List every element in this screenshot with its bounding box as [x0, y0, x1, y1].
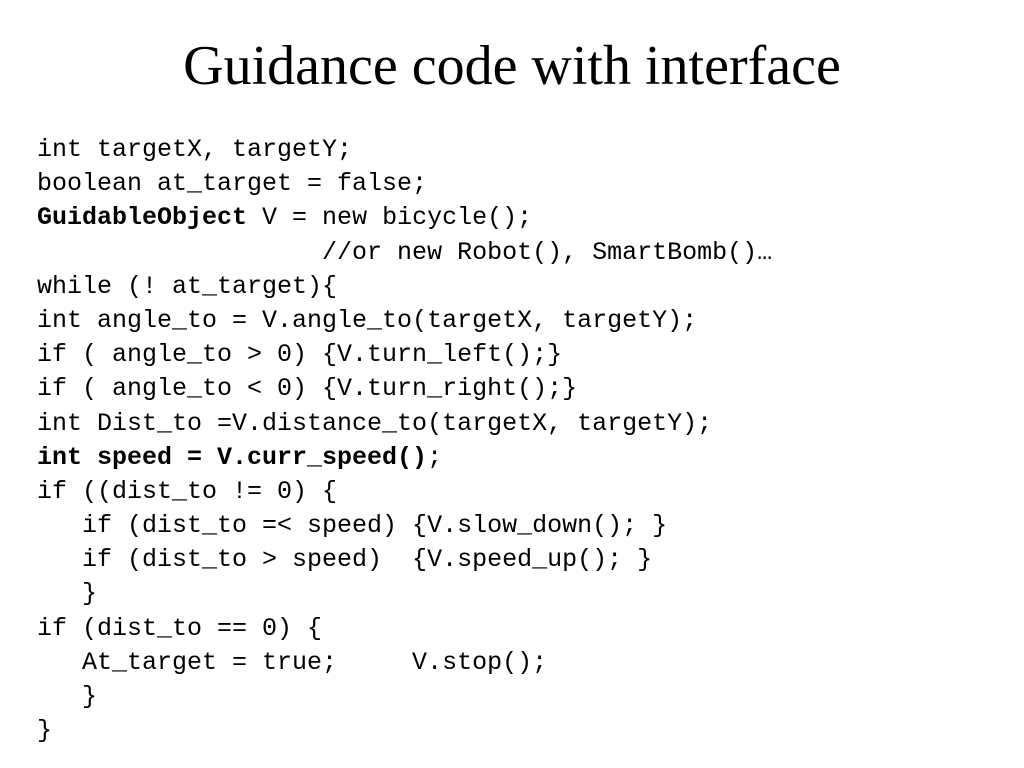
code-line: while (! at_target){	[37, 270, 1007, 304]
code-segment: int targetX, targetY;	[37, 135, 353, 164]
code-block: int targetX, targetY; boolean at_target =…	[37, 133, 1007, 748]
code-line: At_target = true; V.stop();	[37, 646, 1007, 680]
code-segment: }	[37, 716, 53, 746]
code-line: int Dist_to =V.distance_to(targetX, targ…	[37, 407, 1007, 441]
code-segment: int angle_to = V.angle_to(targetX, targe…	[37, 305, 698, 335]
code-line: if (dist_to == 0) {	[37, 612, 1007, 646]
code-line: }	[37, 680, 1007, 714]
code-segment: if (dist_to == 0) {	[37, 613, 323, 643]
code-line: boolean at_target = false;	[37, 167, 1007, 201]
code-segment: if ((dist_to != 0) {	[37, 476, 338, 506]
code-segment-bold: GuidableObject	[37, 203, 248, 233]
slide-title: Guidance code with interface	[183, 35, 841, 97]
code-segment: if (dist_to > speed) {V.speed_up(); }	[37, 545, 653, 575]
code-segment-bold: int speed = V.curr_speed()	[37, 442, 428, 472]
code-segment: }	[37, 682, 98, 711]
code-segment: int Dist_to =V.distance_to(targetX, targ…	[37, 408, 713, 438]
code-segment: V = new bicycle();	[247, 203, 533, 233]
code-segment: while (! at_target){	[37, 271, 338, 301]
code-line: if ( angle_to < 0) {V.turn_right();}	[37, 372, 1007, 406]
code-line: if (dist_to =< speed) {V.slow_down(); }	[37, 509, 1007, 543]
code-segment: if (dist_to =< speed) {V.slow_down(); }	[37, 511, 668, 541]
code-line: //or new Robot(), SmartBomb()…	[37, 236, 1007, 270]
code-line: int targetX, targetY;	[37, 133, 1007, 167]
code-segment: //or new Robot(), SmartBomb()…	[37, 237, 773, 267]
code-line: if ((dist_to != 0) {	[37, 475, 1007, 509]
code-line: int speed = V.curr_speed();	[37, 441, 1007, 475]
code-line: if (dist_to > speed) {V.speed_up(); }	[37, 543, 1007, 577]
code-line: if ( angle_to > 0) {V.turn_left();}	[37, 338, 1007, 372]
code-line: }	[37, 577, 1007, 611]
code-segment: ;	[427, 442, 443, 472]
code-line: }	[37, 714, 1007, 748]
code-segment: boolean at_target = false;	[37, 169, 428, 199]
code-segment: if ( angle_to < 0) {V.turn_right();}	[37, 374, 578, 404]
code-segment: if ( angle_to > 0) {V.turn_left();}	[37, 340, 563, 370]
code-segment: At_target = true; V.stop();	[37, 647, 548, 677]
code-segment: }	[37, 579, 98, 609]
code-line: GuidableObject V = new bicycle();	[37, 201, 1007, 235]
code-line: int angle_to = V.angle_to(targetX, targe…	[37, 304, 1007, 338]
